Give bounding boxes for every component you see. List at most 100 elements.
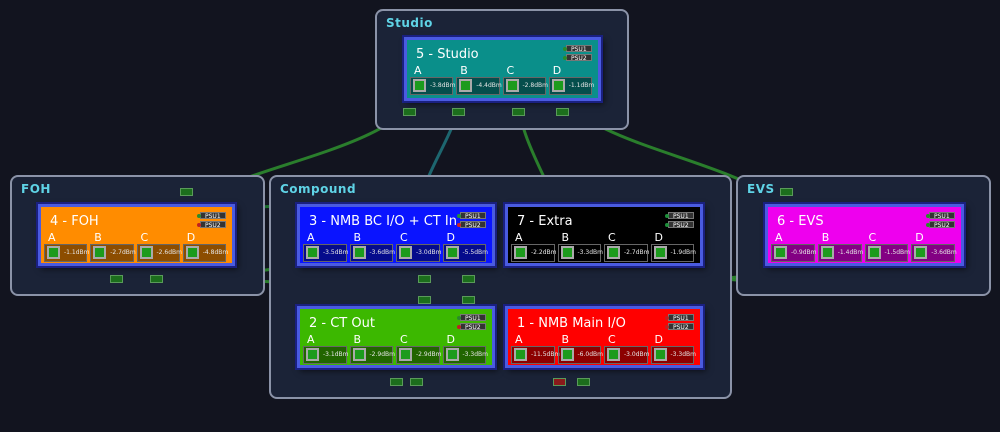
port-connector-icon[interactable] — [185, 246, 199, 259]
port-c[interactable]: -2.7dBm — [604, 244, 650, 262]
port-b[interactable]: -3.6dBm — [349, 244, 395, 262]
port-b[interactable]: -6.0dBm — [557, 346, 603, 364]
port-d[interactable]: -4.8dBm — [182, 244, 228, 262]
port-power-level: -11.5dBm — [531, 351, 561, 358]
port-power-level: -2.7dBm — [624, 249, 650, 256]
status-dot-icon — [563, 56, 567, 60]
port-connector-icon[interactable] — [47, 246, 60, 259]
psu1-indicator: PSU1 — [197, 212, 226, 220]
port-b[interactable]: -4.4dBm — [456, 77, 502, 95]
psu2-indicator: PSU2 — [665, 221, 694, 229]
port-connector-icon[interactable] — [514, 348, 527, 361]
port-connector-icon[interactable] — [820, 246, 834, 259]
port-connector-icon[interactable] — [914, 246, 928, 259]
port-d[interactable]: -1.1dBm — [548, 77, 594, 95]
psu2-label: PSU2 — [465, 222, 481, 229]
port-connector-icon[interactable] — [139, 246, 153, 259]
port-a[interactable]: -2.2dBm — [511, 244, 557, 262]
port-power-level: -1.1dBm — [64, 249, 90, 256]
port-power-level: -2.9dBm — [369, 351, 395, 358]
cable-label — [410, 378, 423, 386]
device-name: 6 - EVS — [777, 214, 824, 229]
port-c[interactable]: -2.9dBm — [396, 346, 441, 364]
port-connector-icon[interactable] — [607, 348, 620, 361]
port-c[interactable]: -3.0dBm — [396, 244, 441, 262]
port-b[interactable]: -2.9dBm — [349, 346, 395, 364]
port-letter: B — [460, 64, 468, 77]
status-dot-icon — [563, 47, 567, 51]
psu1-label: PSU1 — [673, 315, 689, 322]
status-dot-icon — [457, 214, 461, 218]
port-d[interactable]: -5.5dBm — [442, 244, 488, 262]
port-c[interactable]: -3.0dBm — [604, 346, 650, 364]
psu1-label: PSU1 — [465, 315, 481, 322]
port-connector-icon[interactable] — [653, 348, 667, 361]
psu2-indicator: PSU2 — [665, 323, 694, 331]
port-d[interactable]: -3.6dBm — [911, 244, 957, 262]
port-c[interactable]: -2.8dBm — [502, 77, 548, 95]
port-c[interactable]: -2.6dBm — [136, 244, 182, 262]
port-connector-icon[interactable] — [445, 348, 459, 361]
port-d[interactable]: -3.3dBm — [650, 346, 696, 364]
port-a[interactable]: -11.5dBm — [511, 346, 560, 364]
port-connector-icon[interactable] — [306, 246, 319, 259]
port-connector-icon[interactable] — [306, 348, 319, 361]
port-connector-icon[interactable] — [607, 246, 620, 259]
port-connector-icon[interactable] — [413, 79, 426, 92]
port-c[interactable]: -1.5dBm — [864, 244, 910, 262]
port-connector-icon[interactable] — [93, 246, 107, 259]
psu2-indicator: PSU2 — [197, 221, 226, 229]
port-b[interactable]: -3.3dBm — [557, 244, 603, 262]
port-letter: C — [608, 333, 616, 346]
port-b[interactable]: -2.7dBm — [90, 244, 136, 262]
port-letter: B — [821, 231, 830, 244]
port-connector-icon[interactable] — [560, 246, 574, 259]
port-b[interactable]: -1.4dBm — [817, 244, 863, 262]
port-power-level: -3.3dBm — [462, 351, 488, 358]
status-dot-icon — [457, 316, 461, 320]
port-connector-icon[interactable] — [399, 246, 412, 259]
zone-title: FOH — [21, 182, 51, 196]
port-connector-icon[interactable] — [352, 348, 366, 361]
port-a[interactable]: -3.8dBm — [410, 77, 455, 95]
status-dot-icon — [457, 223, 461, 227]
port-power-level: -3.5dBm — [323, 249, 349, 256]
port-connector-icon[interactable] — [551, 79, 565, 92]
port-letter: A — [515, 333, 523, 346]
device-name: 2 - CT Out — [309, 316, 375, 331]
port-connector-icon[interactable] — [352, 246, 366, 259]
port-power-level: -3.6dBm — [931, 249, 957, 256]
port-letter: A — [307, 333, 315, 346]
cable-label — [110, 275, 123, 283]
port-connector-icon[interactable] — [560, 348, 574, 361]
port-d[interactable]: -1.9dBm — [650, 244, 696, 262]
cable-label — [452, 108, 465, 116]
port-connector-icon[interactable] — [653, 246, 667, 259]
port-letter: B — [561, 333, 570, 346]
port-a[interactable]: -3.1dBm — [303, 346, 348, 364]
port-power-level: -2.2dBm — [531, 249, 557, 256]
port-a[interactable]: -0.9dBm — [771, 244, 816, 262]
port-a[interactable]: -3.5dBm — [303, 244, 349, 262]
port-d[interactable]: -3.3dBm — [442, 346, 488, 364]
port-connector-icon[interactable] — [459, 79, 473, 92]
port-connector-icon[interactable] — [514, 246, 527, 259]
port-connector-icon[interactable] — [445, 246, 459, 259]
port-connector-icon[interactable] — [399, 348, 412, 361]
cable-label — [403, 108, 416, 116]
port-connector-icon[interactable] — [867, 246, 881, 259]
cable-label — [512, 108, 525, 116]
port-power-level: -3.0dBm — [624, 351, 650, 358]
port-connector-icon[interactable] — [774, 246, 787, 259]
port-power-level: -3.6dBm — [369, 249, 395, 256]
psu1-indicator: PSU1 — [665, 212, 694, 220]
port-connector-icon[interactable] — [505, 79, 519, 92]
port-a[interactable]: -1.1dBm — [44, 244, 90, 262]
